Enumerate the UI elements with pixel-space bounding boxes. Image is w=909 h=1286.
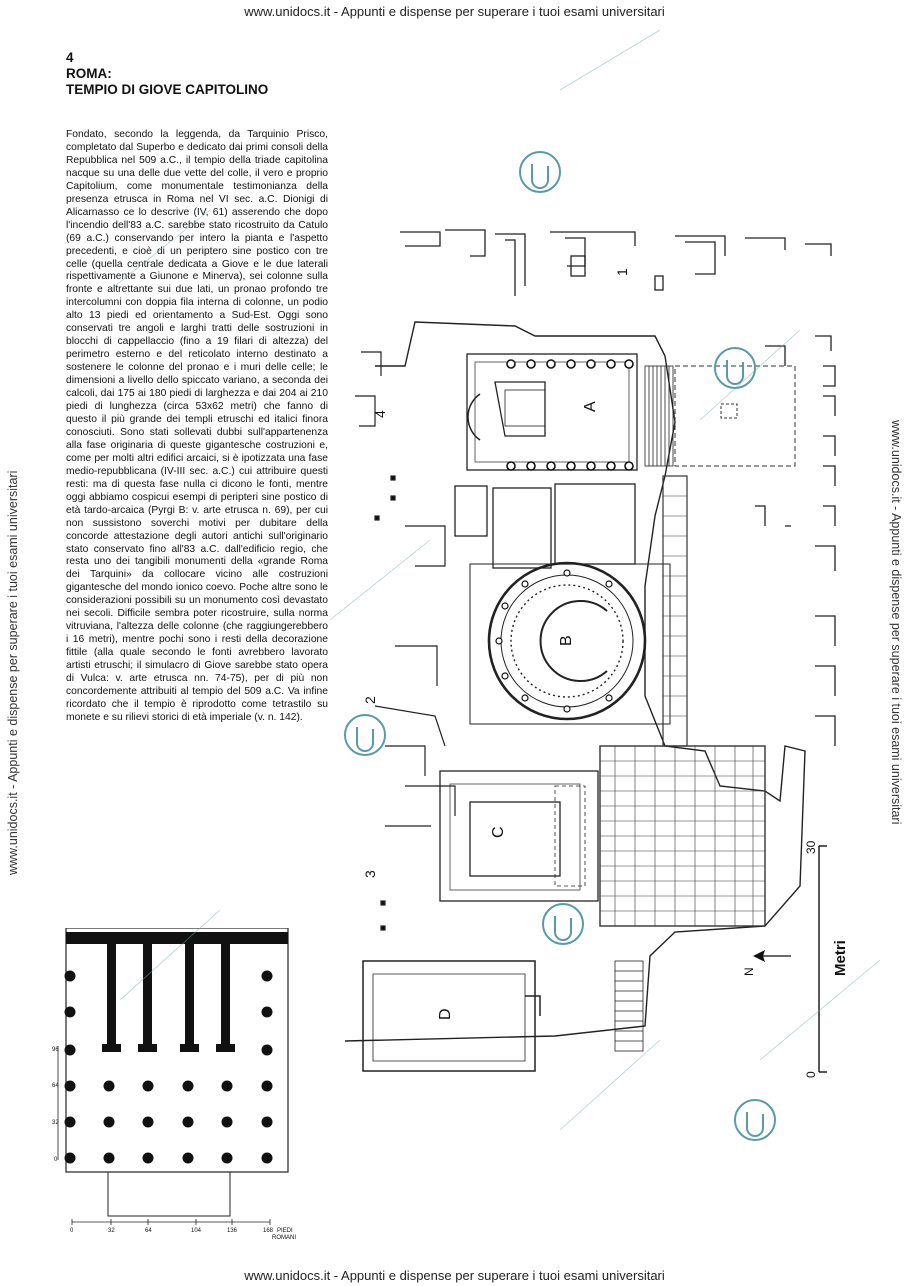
plan-back-wall xyxy=(66,932,288,944)
area-label-b: B xyxy=(558,635,575,646)
area-label-c: C xyxy=(490,826,507,838)
area-label-d: D xyxy=(437,1008,454,1020)
watermark-top-banner: www.unidocs.it - Appunti e dispense per … xyxy=(244,4,665,19)
scale-unit-line2: ROMANI xyxy=(272,1235,296,1241)
left-fragments xyxy=(355,351,456,931)
page-title: TEMPIO DI GIOVE CAPITOLINO xyxy=(66,82,269,97)
plan-wall-end xyxy=(138,1044,157,1052)
area-label-a: A xyxy=(582,401,599,412)
x-axis-label: 0 xyxy=(70,1228,74,1234)
y-axis-label: 96 xyxy=(52,1047,59,1053)
body-text: Fondato, secondo la leggenda, da Tarquin… xyxy=(66,129,328,725)
x-axis-label: 64 xyxy=(145,1228,152,1234)
plan-top-walls xyxy=(400,229,832,366)
watermark-bottom-banner: www.unidocs.it - Appunti e dispense per … xyxy=(244,1268,665,1283)
right-fragments xyxy=(755,365,836,746)
north-arrow-icon xyxy=(753,950,791,962)
x-axis-label: 136 xyxy=(227,1228,238,1234)
temple-reconstruction-plan: 96 64 32 0 0 32 64 104 136 168 PIEDI ROM… xyxy=(52,928,296,1241)
plan-wall-end xyxy=(102,1044,121,1052)
y-axis-label: 0 xyxy=(54,1157,58,1163)
temple-a-stair xyxy=(644,365,674,467)
plan-wall-end xyxy=(180,1044,199,1052)
hill-outline xyxy=(345,321,806,1042)
page-header: 4 ROMA: TEMPIO DI GIOVE CAPITOLINO xyxy=(66,50,268,98)
plan-pronaos-columns xyxy=(64,1080,273,1164)
plan-cella-wall xyxy=(143,942,152,1046)
altar-dashed xyxy=(720,403,738,419)
side-number-2: 2 xyxy=(362,696,378,704)
rotunda-b-columns xyxy=(495,569,613,713)
scale-unit-line1: PIEDI xyxy=(277,1228,293,1234)
side-number-4: 4 xyxy=(372,410,388,418)
side-number-3: 3 xyxy=(362,870,378,878)
building-d xyxy=(362,960,541,1072)
x-axis-label: 104 xyxy=(191,1228,202,1234)
plan-cella-wall xyxy=(107,942,116,1046)
chapter-number: 4 xyxy=(66,50,74,65)
scale-unit-label: Metri xyxy=(832,940,849,976)
scale-bottom-label: 0 xyxy=(804,1071,818,1078)
city-heading: ROMA: xyxy=(66,66,112,81)
masonry-east-wall xyxy=(662,475,688,747)
plan-stair xyxy=(107,1171,231,1217)
metric-scale-bar xyxy=(818,845,827,1073)
y-axis-label: 32 xyxy=(52,1120,59,1126)
body-paragraph: Fondato, secondo la leggenda, da Tarquin… xyxy=(66,129,328,723)
plan-cella-wall xyxy=(221,942,230,1046)
plan-cella-wall xyxy=(185,942,194,1046)
building-c xyxy=(439,770,599,902)
unidocs-logo-icon xyxy=(344,151,776,1141)
bottom-stair xyxy=(614,960,644,1052)
north-label: N xyxy=(742,967,756,976)
scale-top-label: 30 xyxy=(804,840,818,854)
plan-side-columns xyxy=(64,970,273,1056)
forecourt-dashed xyxy=(674,365,796,467)
temple-a-columns xyxy=(506,359,634,471)
x-axis-label: 168 xyxy=(263,1228,274,1234)
x-axis-label: 32 xyxy=(108,1228,115,1234)
y-axis-label: 64 xyxy=(52,1083,59,1089)
plan-wall-end xyxy=(216,1044,235,1052)
side-number-1: 1 xyxy=(614,268,630,276)
capitoline-site-plan: 1 A B xyxy=(345,229,849,1078)
